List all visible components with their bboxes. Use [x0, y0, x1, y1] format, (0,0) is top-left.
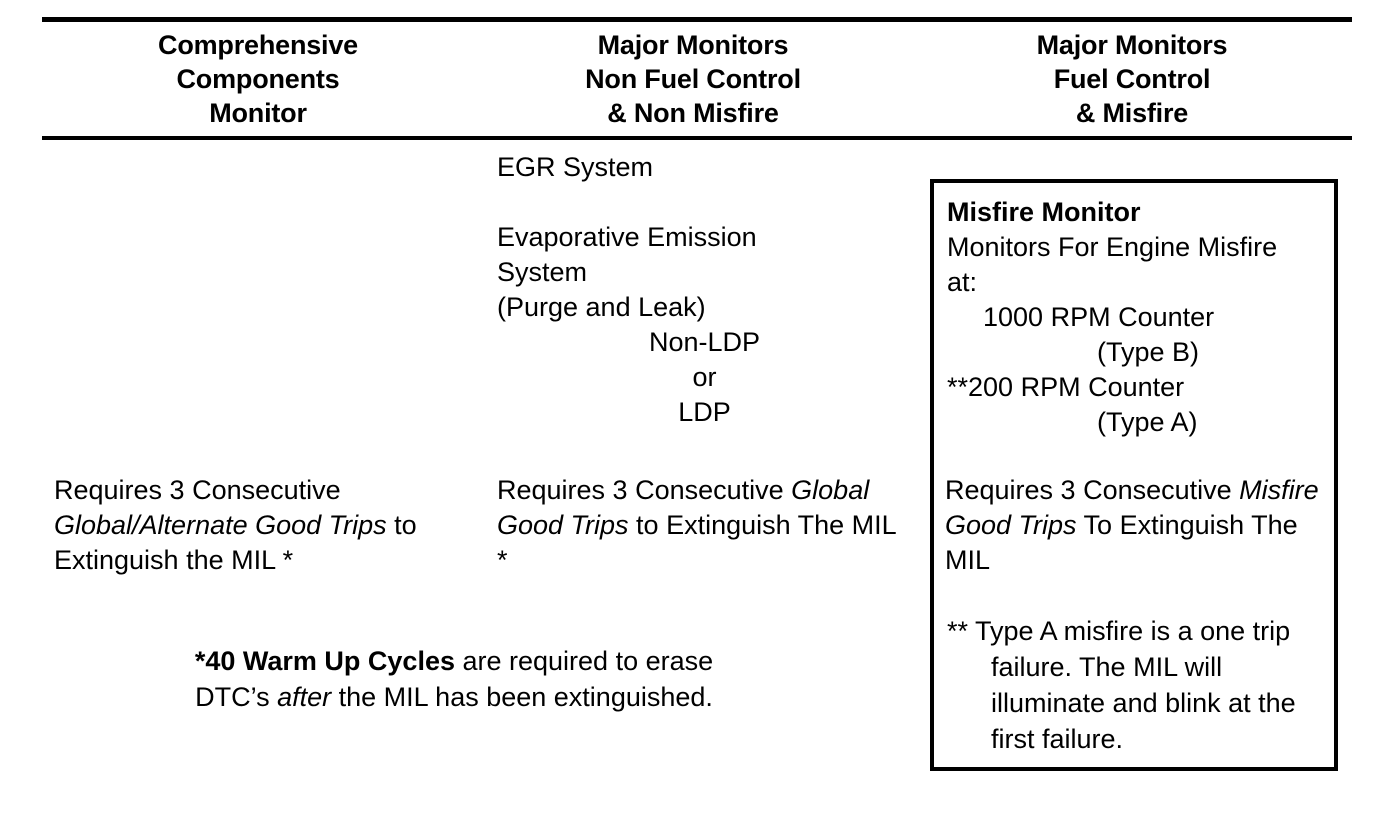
misfire-desc-line-1: Monitors For Engine Misfire: [947, 232, 1278, 262]
header-line: & Misfire: [1075, 98, 1189, 128]
header-line: Major Monitors: [597, 30, 789, 60]
header-line: Non Fuel Control: [585, 64, 801, 94]
good-trips-text-part-1: Requires 3 Consecutive: [497, 475, 792, 505]
good-trips-text-part-1: Requires 3 Consecutive: [54, 475, 341, 505]
good-trips-text-part-2: to Extinguish the MIL *: [54, 510, 417, 575]
misfire-counter-200-rpm: **200 RPM Counter: [947, 372, 1185, 402]
good-trips-text-part-2: to Extinguish The MIL *: [497, 510, 896, 575]
type-a-note-text: Type A misfire is a one trip failure. Th…: [975, 616, 1296, 754]
egr-system-item: EGR System: [497, 150, 912, 185]
good-trips-emphasis: Global/Alternate Good Trips: [54, 510, 387, 540]
evap-option-ldp: LDP: [678, 397, 731, 427]
evap-option-non-ldp: Non-LDP: [648, 327, 761, 357]
footnote-line-1: *40 Warm Up Cycles are required to erase: [54, 643, 854, 679]
header-line: Components: [176, 64, 340, 94]
column-body-non-fuel-control: EGR System Evaporative Emission System (…: [497, 150, 912, 430]
egr-system-label: EGR System: [497, 152, 654, 182]
footnote-line-2: DTC’s after the MIL has been extinguishe…: [54, 679, 854, 715]
list-spacer: [497, 185, 912, 220]
evap-line-3: (Purge and Leak): [497, 292, 706, 322]
table-top-rule: [42, 17, 1352, 22]
column-header-comprehensive-components-monitor: Comprehensive Components Monitor: [42, 28, 474, 132]
footnote-bold-emphasis: *40 Warm Up Cycles: [194, 646, 455, 676]
warm-up-cycles-footnote: *40 Warm Up Cycles are required to erase…: [54, 643, 854, 715]
header-line: Monitor: [209, 98, 307, 128]
good-trips-paragraph-column-1: Requires 3 Consecutive Global/Alternate …: [54, 473, 454, 578]
good-trips-emphasis: Misfire Good Trips: [945, 475, 1319, 540]
type-a-note-marker: **: [947, 616, 976, 646]
misfire-monitor-title: Misfire Monitor: [947, 197, 1141, 227]
good-trips-paragraph-column-2: Requires 3 Consecutive Global Good Trips…: [497, 473, 897, 578]
footnote-line-1-rest: are required to erase: [454, 646, 714, 676]
footnote-italic-emphasis: after: [277, 682, 332, 712]
column-header-major-monitors-fuel-control: Major Monitors Fuel Control & Misfire: [912, 28, 1352, 132]
misfire-monitor-box: Misfire Monitor Monitors For Engine Misf…: [930, 179, 1338, 771]
misfire-counter-1000-rpm-type: (Type B): [1097, 337, 1200, 367]
misfire-monitor-details: Misfire Monitor Monitors For Engine Misf…: [947, 195, 1328, 440]
evap-option-or: or: [692, 362, 717, 392]
good-trips-text-part-2: To Extinguish The MIL: [945, 510, 1298, 575]
misfire-counter-1000-rpm: 1000 RPM Counter: [983, 302, 1215, 332]
header-line: Fuel Control: [1053, 64, 1211, 94]
column-header-major-monitors-non-fuel-control: Major Monitors Non Fuel Control & Non Mi…: [474, 28, 912, 132]
good-trips-text-part-1: Requires 3 Consecutive: [945, 475, 1240, 505]
header-line: & Non Misfire: [607, 98, 779, 128]
misfire-desc-line-2: at:: [947, 267, 978, 297]
type-a-misfire-note: ** Type A misfire is a one trip failure.…: [947, 613, 1326, 757]
header-line: Major Monitors: [1036, 30, 1228, 60]
good-trips-emphasis: Global Good Trips: [497, 475, 870, 540]
evaporative-emission-system-item: Evaporative Emission System (Purge and L…: [497, 220, 912, 430]
footnote-line-2-part-2: the MIL has been extinguished.: [331, 682, 713, 712]
table-header-row: Comprehensive Components Monitor Major M…: [42, 28, 1352, 132]
header-line: Comprehensive: [158, 30, 358, 60]
evap-line-2: System: [497, 257, 588, 287]
type-a-note-body: ** Type A misfire is a one trip failure.…: [947, 613, 1326, 757]
good-trips-paragraph-column-3: Requires 3 Consecutive Misfire Good Trip…: [945, 473, 1325, 578]
footnote-line-2-part-1: DTC’s: [195, 682, 278, 712]
table-header-separator-rule: [42, 136, 1352, 140]
misfire-counter-200-rpm-type: (Type A): [1097, 407, 1198, 437]
evap-line-1: Evaporative Emission: [497, 222, 757, 252]
